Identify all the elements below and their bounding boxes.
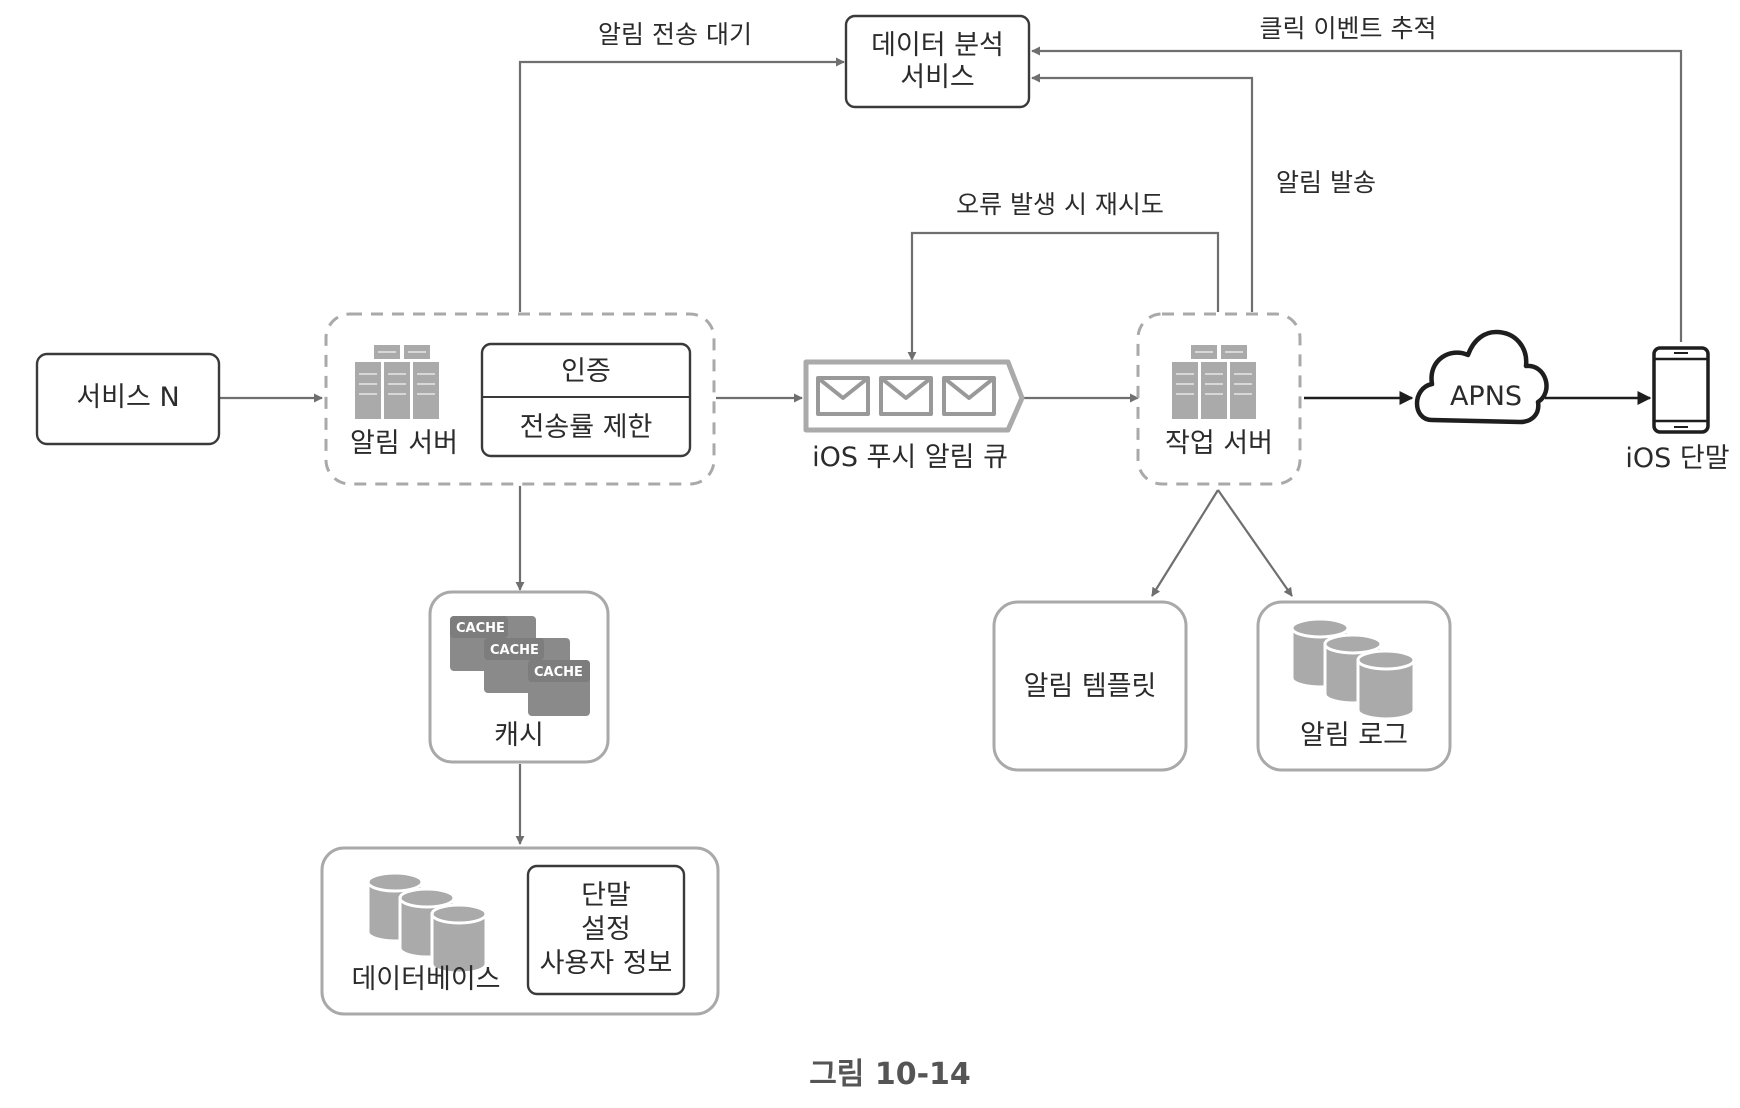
queue-icon bbox=[803, 359, 1025, 433]
database-label: 데이터베이스 bbox=[351, 964, 501, 995]
database-tables-box bbox=[526, 864, 686, 996]
phone-icon bbox=[1652, 346, 1710, 434]
worker-server-rack-icon bbox=[1172, 345, 1256, 419]
worker-server-label: 작업 서버 bbox=[1165, 428, 1273, 459]
auth-label: 인증 bbox=[561, 356, 611, 387]
service-n-box bbox=[35, 352, 221, 446]
cache-chip-label-3: CACHE bbox=[534, 665, 583, 680]
ios-queue-label: iOS 푸시 알림 큐 bbox=[812, 442, 1008, 473]
analytics-service-box bbox=[844, 14, 1031, 109]
database-cylinders-icon bbox=[366, 871, 488, 975]
edge-worker-to-analytics bbox=[1031, 73, 1254, 312]
database-table-device: 단말 bbox=[581, 880, 631, 911]
template-box bbox=[992, 600, 1188, 772]
cache-chip-label-2: CACHE bbox=[490, 643, 539, 658]
rate-limit-label: 전송률 제한 bbox=[519, 412, 653, 443]
ios-device-label: iOS 단말 bbox=[1625, 443, 1730, 474]
edge-label-sent: 알림 발송 bbox=[1276, 168, 1376, 197]
edge-server-to-analytics bbox=[518, 57, 845, 312]
auth-ratelimit-box bbox=[480, 342, 692, 458]
edge-label-click-tracking: 클릭 이벤트 추적 bbox=[1259, 14, 1437, 43]
log-label: 알림 로그 bbox=[1300, 720, 1408, 751]
figure-caption: 그림 10-14 bbox=[809, 1057, 971, 1092]
cache-label: 캐시 bbox=[494, 720, 544, 751]
database-table-settings: 설정 bbox=[581, 914, 631, 945]
cache-chips-icon bbox=[450, 616, 590, 716]
edge-label-pending: 알림 전송 대기 bbox=[598, 20, 752, 49]
service-n-label: 서비스 N bbox=[76, 382, 180, 413]
apns-cloud-icon bbox=[1414, 329, 1549, 425]
worker-server-group bbox=[1136, 312, 1302, 486]
analytics-line-1: 데이터 분석 bbox=[871, 30, 1004, 61]
analytics-line-2: 서비스 bbox=[900, 62, 975, 93]
notification-server-label: 알림 서버 bbox=[350, 428, 458, 459]
notification-server-group bbox=[324, 312, 716, 486]
database-table-user-info: 사용자 정보 bbox=[539, 948, 673, 979]
template-label: 알림 템플릿 bbox=[1023, 671, 1157, 702]
edge-worker-to-template bbox=[1151, 489, 1219, 597]
edge-device-to-analytics bbox=[1031, 46, 1683, 342]
edge-retry-loop bbox=[907, 231, 1220, 361]
edge-label-retry: 오류 발생 시 재시도 bbox=[956, 190, 1164, 219]
edge-worker-to-log bbox=[1217, 489, 1293, 597]
server-rack-icon bbox=[355, 345, 439, 419]
log-cylinders-icon bbox=[1290, 617, 1416, 721]
cache-chip-label-1: CACHE bbox=[456, 621, 505, 636]
apns-label: APNS bbox=[1449, 381, 1523, 412]
